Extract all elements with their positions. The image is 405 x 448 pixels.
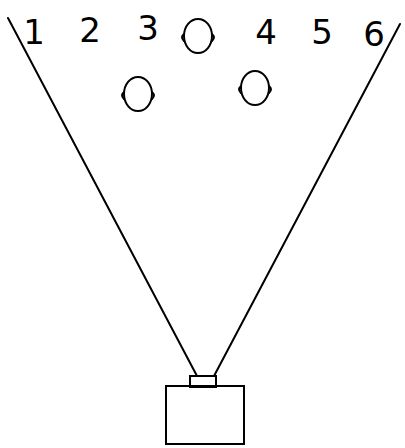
head xyxy=(122,77,154,111)
position-number: 1 xyxy=(23,15,45,49)
view-line xyxy=(214,24,400,376)
head xyxy=(239,71,271,105)
camera-lens xyxy=(190,376,216,387)
view-line xyxy=(8,18,197,376)
camera-body xyxy=(166,386,244,444)
position-number: 3 xyxy=(137,11,159,45)
position-number: 5 xyxy=(311,15,333,49)
position-number: 6 xyxy=(363,17,385,51)
head xyxy=(182,19,214,53)
position-number: 2 xyxy=(79,13,101,47)
position-number: 4 xyxy=(255,15,277,49)
